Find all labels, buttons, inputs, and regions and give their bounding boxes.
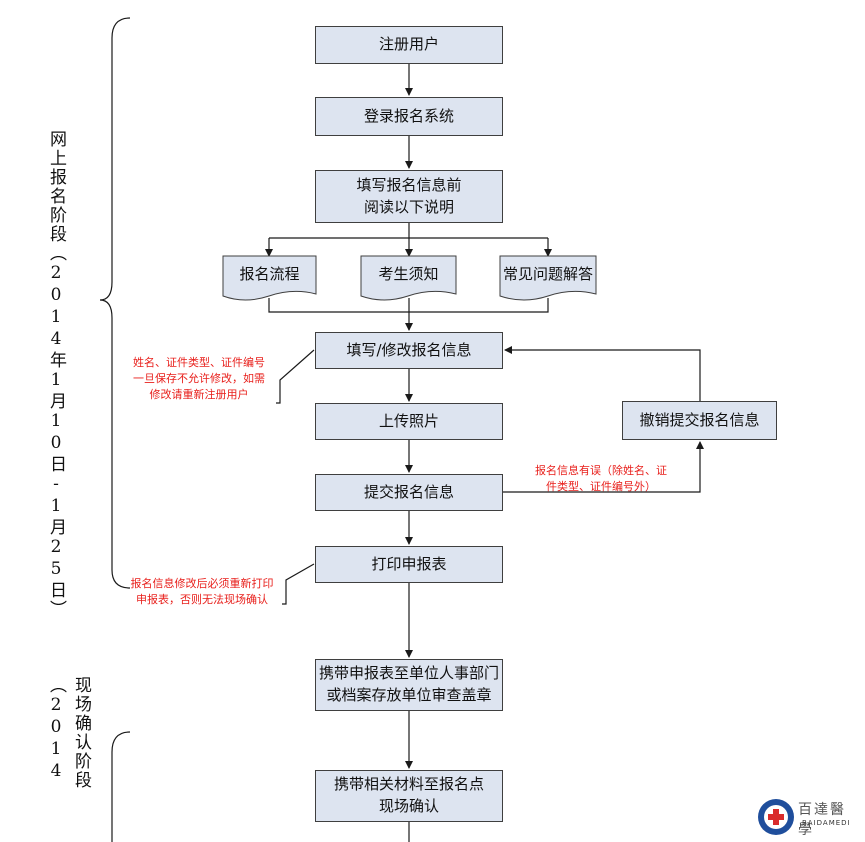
step-revoke: 撤销提交报名信息 [622,401,777,440]
logo-emblem-icon [758,799,794,835]
doc-shape-candidate [360,255,457,301]
step-carry-form: 携带申报表至单位人事部门 或档案存放单位审查盖章 [315,659,503,711]
doc-shape-process [222,255,317,301]
fill-note-callout [276,349,315,404]
arrow-submit-revoke [502,441,704,493]
fill-note: 姓名、证件类型、证件编号 一旦保存不允许修改，如需 修改请重新注册用户 [133,356,265,401]
doc-candidate-notice: 考生须知 [378,264,439,283]
doc-shape-faq [499,255,597,301]
step-submit: 提交报名信息 [315,474,503,511]
print-note: 报名信息修改后必须重新打印 申报表，否则无法现场确认 [130,577,274,606]
doc-process: 报名流程 [239,264,300,283]
logo-text-en: BAIDAMEDI [802,819,851,827]
step-upload-photo: 上传照片 [315,403,503,440]
onsite-stage-label: 现场确认阶段（2014 [46,676,91,790]
error-note: 报名信息有误（除姓名、证 件类型、证件编号外） [535,464,667,493]
doc-faq: 常见问题解答 [502,264,593,283]
arrow-revoke-fill [504,346,701,401]
logo-text-cn: 百達醫學 [798,802,846,838]
print-note-callout [282,563,315,605]
logo: 百達醫學 BAIDAMEDI [756,797,856,838]
online-stage-label: 网上报名阶段（2014年1月10日-1月25日） [46,130,66,619]
step-print-form: 打印申报表 [315,546,503,583]
step-read-instructions: 填写报名信息前 阅读以下说明 [315,170,503,223]
step-login: 登录报名系统 [315,97,503,136]
step-fill-modify: 填写/修改报名信息 [315,332,503,369]
online-stage-brace [99,17,131,589]
onsite-stage-brace [111,731,131,842]
step-register: 注册用户 [315,26,503,64]
step-carry-materials: 携带相关材料至报名点 现场确认 [315,770,503,822]
